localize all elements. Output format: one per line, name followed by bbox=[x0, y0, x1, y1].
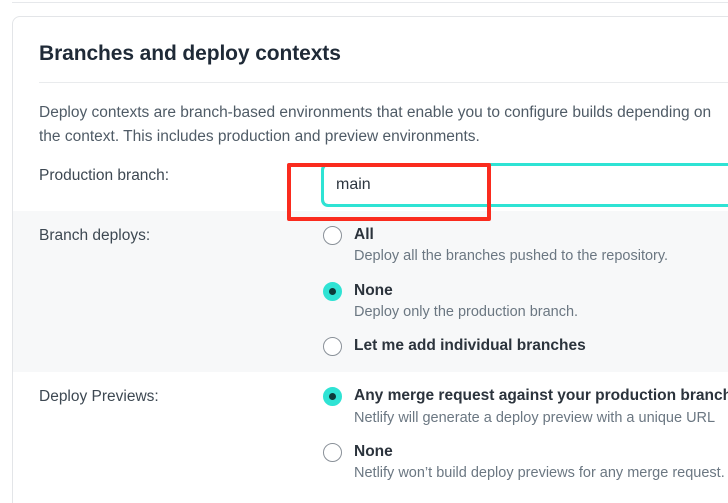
radio-icon-all[interactable] bbox=[323, 226, 342, 246]
production-branch-label: Production branch: bbox=[39, 167, 170, 185]
branch-deploys-options: All Deploy all the branches pushed to th… bbox=[323, 225, 728, 357]
previous-card-divider bbox=[12, 2, 728, 3]
production-branch-input[interactable] bbox=[321, 163, 728, 208]
radio-description-all: Deploy all the branches pushed to the re… bbox=[354, 248, 669, 265]
branch-deploys-label: Branch deploys: bbox=[39, 227, 151, 245]
production-branch-field-wrap bbox=[321, 163, 728, 208]
production-branch-row: Production branch: bbox=[13, 149, 728, 211]
deploy-previews-label: Deploy Previews: bbox=[39, 388, 159, 406]
radio-description-any-merge-request: Netlify will generate a deploy preview w… bbox=[354, 409, 716, 426]
card-description: Deploy contexts are branch-based environ… bbox=[39, 104, 712, 146]
deploy-previews-row: Deploy Previews: Any merge request again… bbox=[13, 372, 728, 499]
radio-option-none-preview[interactable]: None Netlify won’t build deploy previews… bbox=[323, 442, 728, 484]
deploy-previews-options: Any merge request against your productio… bbox=[323, 386, 728, 483]
radio-description-none-branch: Deploy only the production branch. bbox=[354, 304, 579, 321]
radio-label-any-merge-request: Any merge request against your productio… bbox=[354, 387, 728, 405]
page-title: Branches and deploy contexts bbox=[39, 42, 341, 65]
radio-label-all: All bbox=[354, 226, 374, 244]
radio-icon-individual-branches[interactable] bbox=[323, 337, 342, 357]
radio-option-none-branch[interactable]: None Deploy only the production branch. bbox=[323, 281, 728, 323]
title-divider bbox=[39, 82, 728, 83]
branches-and-deploy-contexts-card: Branches and deploy contexts Deploy cont… bbox=[12, 16, 728, 503]
radio-label-individual-branches: Let me add individual branches bbox=[354, 337, 586, 355]
radio-option-individual-branches[interactable]: Let me add individual branches bbox=[323, 336, 728, 357]
radio-option-any-merge-request[interactable]: Any merge request against your productio… bbox=[323, 386, 728, 428]
radio-description-none-preview: Netlify won’t build deploy previews for … bbox=[354, 465, 725, 482]
radio-label-none-preview: None bbox=[354, 443, 393, 461]
radio-label-none-branch: None bbox=[354, 281, 393, 299]
radio-icon-none-preview[interactable] bbox=[323, 443, 342, 463]
branch-deploys-row: Branch deploys: All Deploy all the branc… bbox=[13, 211, 728, 373]
radio-icon-any-merge-request[interactable] bbox=[323, 387, 342, 407]
radio-option-all[interactable]: All Deploy all the branches pushed to th… bbox=[323, 225, 728, 267]
radio-icon-none-branch[interactable] bbox=[323, 281, 342, 301]
